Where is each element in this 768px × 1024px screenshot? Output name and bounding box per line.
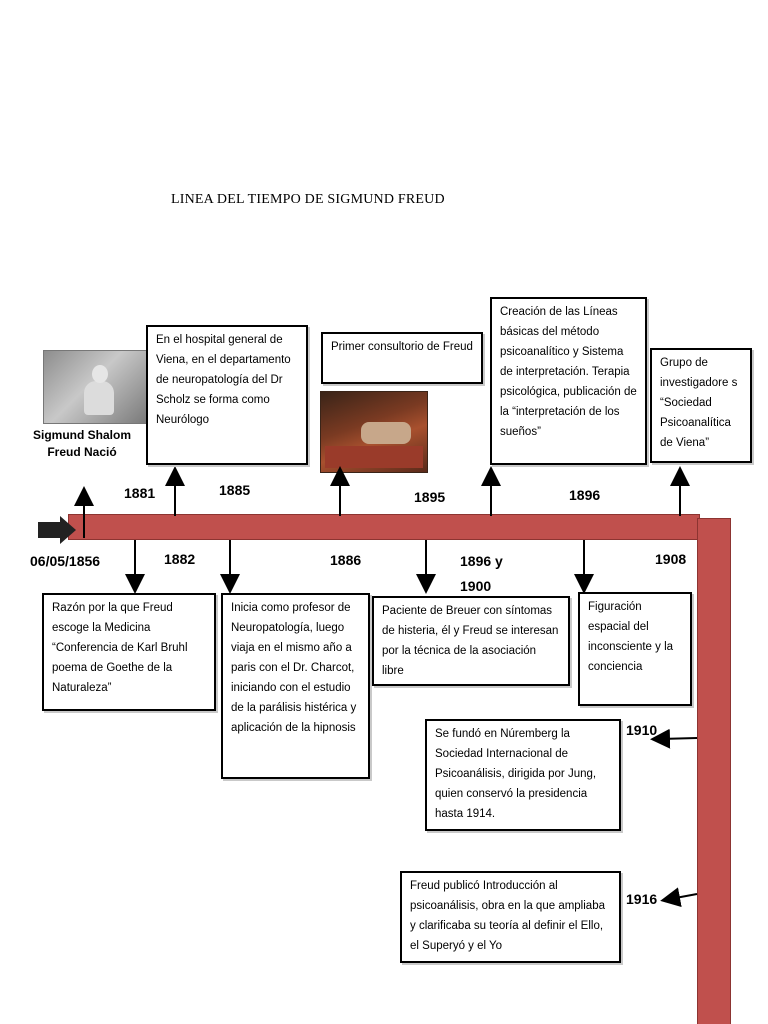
event-box-neurologo: En el hospital general de Viena, en el d… [146, 325, 308, 465]
event-box-breuer: Paciente de Breuer con síntomas de histe… [372, 596, 570, 686]
year-label: 1885 [219, 482, 250, 498]
year-label: 1908 [655, 551, 686, 567]
event-box-consultorio: Primer consultorio de Freud [321, 332, 483, 384]
event-box-figuracion: Figuración espacial del inconsciente y l… [578, 592, 692, 706]
event-box-medicina: Razón por la que Freud escoge la Medicin… [42, 593, 216, 711]
year-label: 1886 [330, 552, 361, 568]
event-box-profesor: Inicia como profesor de Neuropatología, … [221, 593, 370, 779]
event-box-sociedad-viena: Grupo de investigadore s “Sociedad Psico… [650, 348, 752, 463]
event-box-nuremberg: Se fundó en Núremberg la Sociedad Intern… [425, 719, 621, 831]
year-label: 1896 [569, 487, 600, 503]
year-label: 1882 [164, 551, 195, 567]
year-label: 1916 [626, 891, 657, 907]
year-label: 06/05/1856 [30, 553, 100, 569]
year-label: 1881 [124, 485, 155, 501]
year-label: 1910 [626, 722, 657, 738]
event-box-metodo: Creación de las Líneas básicas del métod… [490, 297, 647, 465]
year-label: 1895 [414, 489, 445, 505]
event-box-introduccion: Freud publicó Introducción al psicoanáli… [400, 871, 621, 963]
year-label: 1896 y 1900 [460, 549, 520, 599]
